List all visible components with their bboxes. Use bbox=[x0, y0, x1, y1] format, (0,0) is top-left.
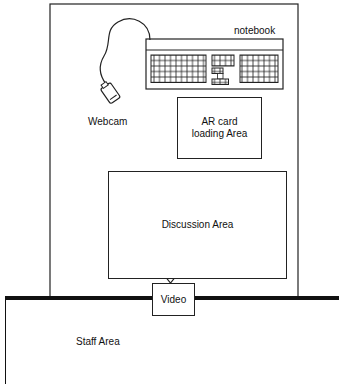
node-text: Discussion Area bbox=[162, 219, 234, 231]
node-text: Video bbox=[161, 294, 186, 306]
video-box: Video bbox=[152, 283, 195, 316]
part-label: Webcam bbox=[88, 116, 127, 128]
table-outline bbox=[50, 4, 298, 298]
part-label: notebook bbox=[234, 25, 275, 37]
ar-card-area: AR card loading Area bbox=[177, 97, 262, 159]
discussion-area: Discussion Area bbox=[108, 171, 287, 279]
webcam-illustration bbox=[99, 19, 150, 104]
node-text: Staff Area bbox=[76, 336, 120, 348]
notebook-keyboard bbox=[146, 39, 283, 89]
node-text: AR card loading Area bbox=[186, 116, 254, 140]
